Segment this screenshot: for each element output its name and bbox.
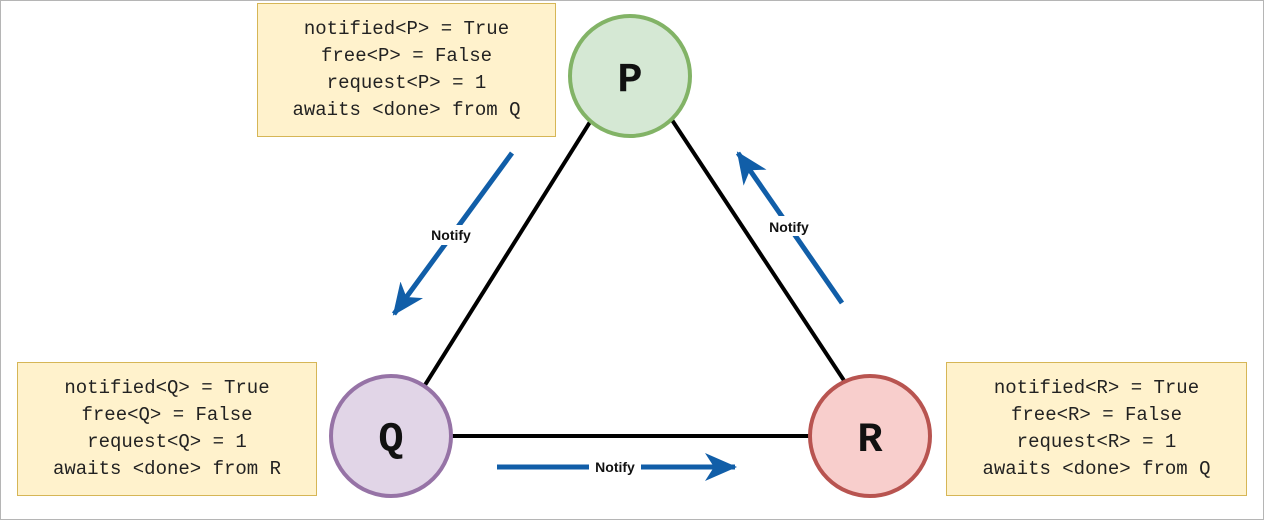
node-r-circle <box>808 374 932 498</box>
notify-label-p-to-q: Notify <box>431 227 471 243</box>
node-q-circle <box>329 374 453 498</box>
notify-label-r-to-p: Notify <box>769 219 809 235</box>
state-q-request: request<Q> = 1 <box>87 431 247 453</box>
state-box-q: notified<Q> = True free<Q> = False reque… <box>17 362 317 496</box>
notify-arrow-p-to-q: Notify <box>391 151 515 316</box>
state-r-free: free<R> = False <box>1010 404 1183 426</box>
node-p-circle <box>568 14 692 138</box>
node-q: Q <box>329 374 453 498</box>
node-p: P <box>568 14 692 138</box>
state-r-notified: notified<R> = True <box>993 377 1200 399</box>
notify-arrow-q-to-r: Notify <box>497 453 737 481</box>
state-box-p: notified<P> = True free<P> = False reque… <box>257 3 556 137</box>
state-p-request: request<P> = 1 <box>326 72 487 94</box>
edge-p-r <box>670 118 847 384</box>
state-p-awaits: awaits <done> from Q <box>292 99 521 121</box>
state-q-notified: notified<Q> = True <box>64 377 270 399</box>
state-r-request: request<R> = 1 <box>1016 431 1177 453</box>
state-q-awaits: awaits <done> from R <box>52 458 282 480</box>
state-p-notified: notified<P> = True <box>303 18 510 40</box>
node-p-label: P <box>617 56 642 104</box>
state-r-awaits: awaits <done> from Q <box>982 458 1211 480</box>
state-p-free: free<P> = False <box>320 45 493 67</box>
node-r-label: R <box>857 416 883 464</box>
node-q-label: Q <box>378 416 403 464</box>
notify-arrow-r-to-p: Notify <box>735 151 845 305</box>
edge-p-q <box>423 120 592 387</box>
notify-label-q-to-r: Notify <box>595 459 635 475</box>
state-box-r: notified<R> = True free<R> = False reque… <box>946 362 1247 496</box>
node-r: R <box>808 374 932 498</box>
state-q-free: free<Q> = False <box>81 404 253 426</box>
